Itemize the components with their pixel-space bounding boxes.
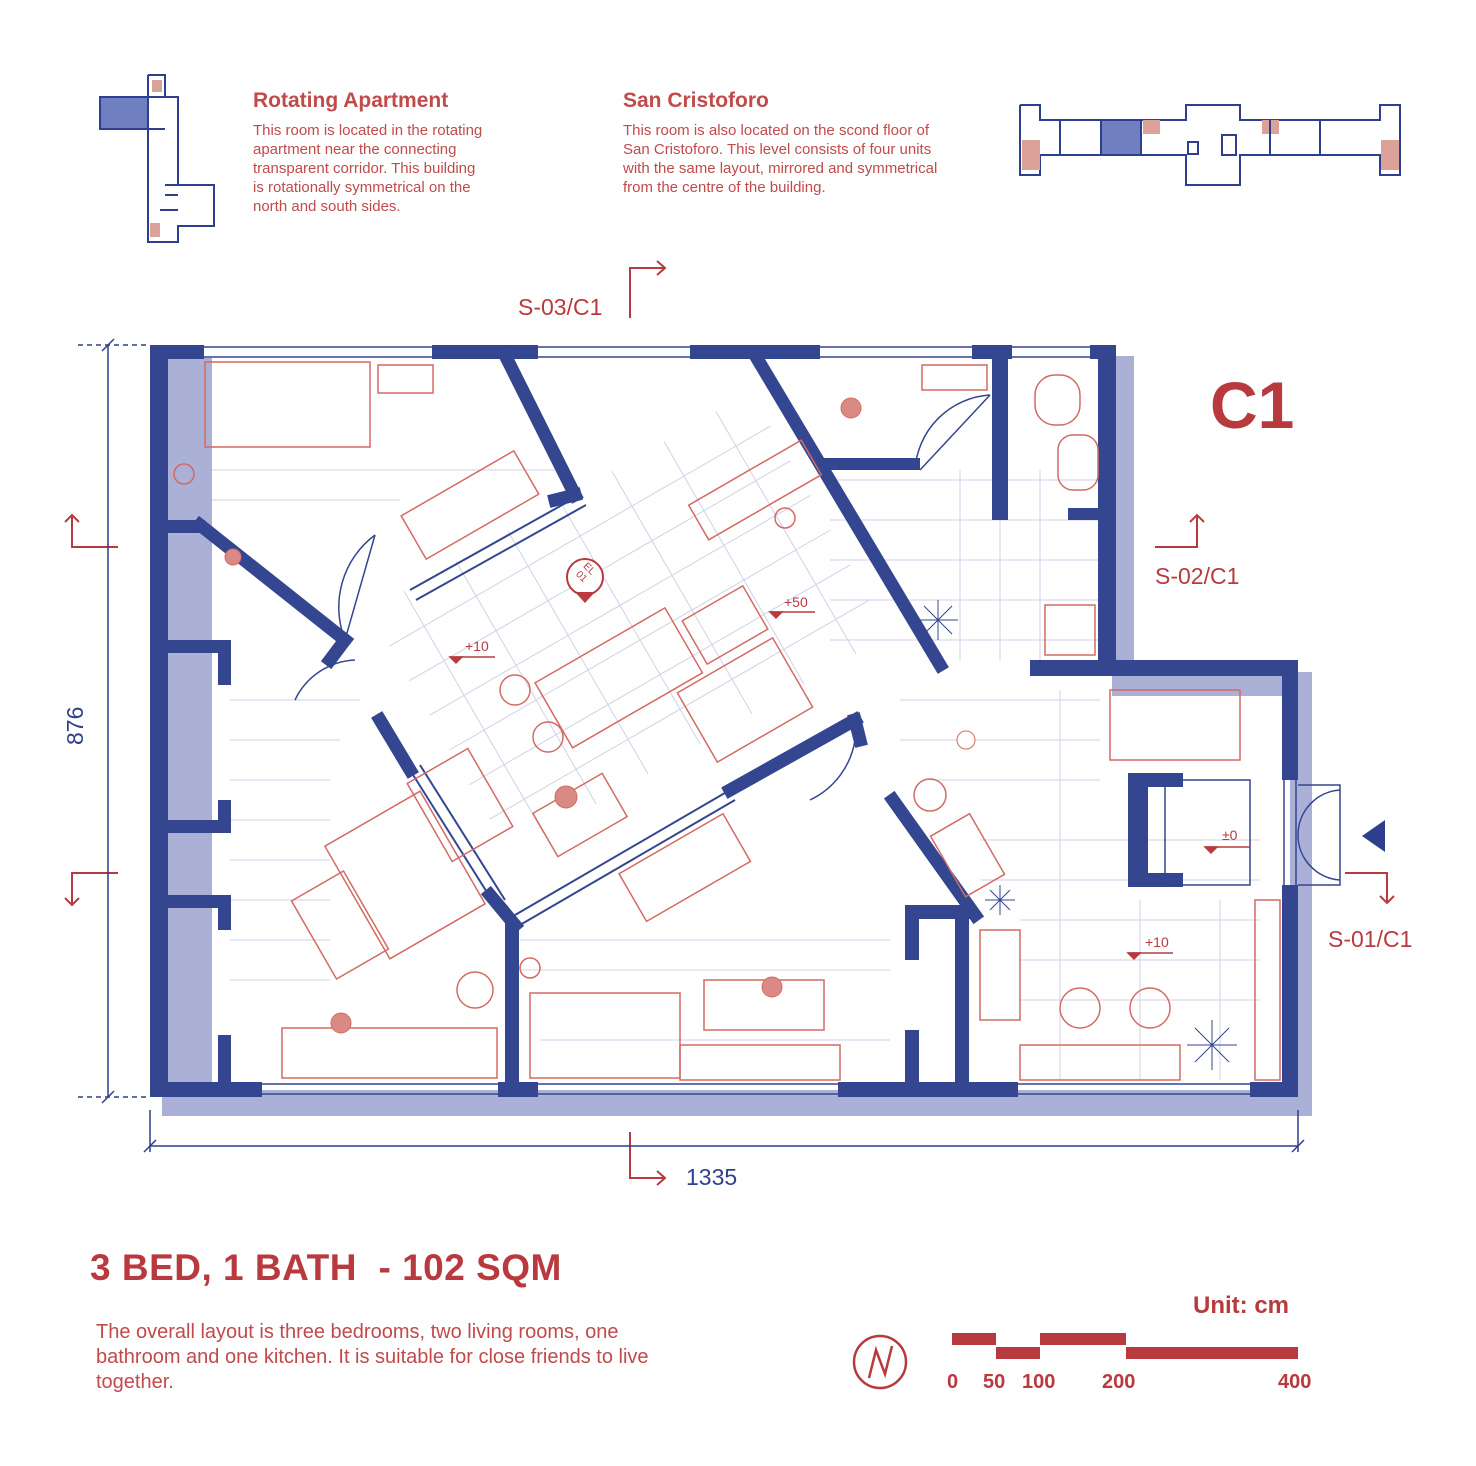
rotated-furniture (290, 439, 1006, 980)
person-icon (554, 785, 578, 809)
summary-line: together. (96, 1371, 174, 1393)
windows (204, 346, 1297, 1095)
key-plan-left (99, 74, 215, 243)
level-kitchen: +50 (784, 594, 808, 610)
scale-tick: 0 (947, 1371, 959, 1393)
info-left-line: transparent corridor. This building (253, 160, 476, 177)
sink-icon (1057, 434, 1099, 491)
dimension-lines (78, 338, 1305, 1153)
section-markers (64, 260, 1395, 1186)
summary-line: bathroom and one kitchen. It is suitable… (96, 1346, 649, 1368)
headline: 3 BED, 1 BATH - 102 SQM (90, 1247, 562, 1288)
key-plan-right (1019, 104, 1401, 186)
angled-walls (190, 346, 985, 935)
bed-3 (529, 992, 681, 1079)
bed-2 (323, 790, 487, 960)
person-icon (761, 976, 783, 998)
person-icon (330, 1012, 352, 1034)
dimension-width: 1335 (686, 1164, 738, 1190)
entry-arrow-icon (1362, 820, 1385, 852)
scale-tick: 100 (1022, 1371, 1056, 1393)
crib (290, 870, 390, 980)
section-label-s02: S-02/C1 (1155, 563, 1240, 589)
coffee-table (681, 584, 769, 666)
scale-tick: 400 (1278, 1371, 1312, 1393)
furniture (173, 361, 1281, 1081)
people (224, 397, 976, 1034)
info-left-description: This room is located in the rotating apa… (253, 121, 543, 216)
entry-mat (1164, 779, 1251, 886)
info-left-line: is rotationally symmetrical on the (253, 179, 471, 196)
info-right-line: with the same layout, mirrored and symme… (623, 160, 938, 177)
walls (150, 345, 1298, 1097)
info-left-title: Rotating Apartment (253, 89, 449, 112)
level-entry: ±0 (1222, 827, 1238, 843)
info-right-description: This room is also located on the scond f… (623, 121, 983, 197)
bathtub-top (377, 364, 434, 394)
floor-tiles (205, 469, 1260, 1080)
elevator-tag (566, 558, 604, 603)
info-left-line: apartment near the connecting (253, 141, 457, 158)
level-living-right: +10 (1145, 934, 1169, 950)
corridor-glazing (409, 494, 736, 926)
scale-tick: 200 (1102, 1371, 1136, 1393)
person-icon (224, 548, 242, 566)
plants (918, 600, 1237, 1070)
person-icon (956, 730, 976, 750)
level-living-left: +10 (465, 638, 489, 654)
bed-1 (204, 361, 371, 448)
unit-caption: Unit: cm (1193, 1292, 1289, 1319)
toilet-icon (1034, 374, 1081, 426)
north-arrow-icon (852, 1334, 908, 1390)
scale-bar (952, 1333, 1298, 1359)
desk-1 (281, 1027, 498, 1079)
info-left-line: This room is located in the rotating (253, 122, 483, 139)
unit-label: C1 (1210, 368, 1295, 442)
section-label-s03: S-03/C1 (518, 294, 603, 320)
summary-line: The overall layout is three bedrooms, tw… (96, 1321, 619, 1343)
info-left-line: north and south sides. (253, 198, 401, 215)
scale-tick: 50 (983, 1371, 1006, 1393)
info-right-line: San Cristoforo. This level consists of f… (623, 141, 932, 158)
rug (703, 979, 825, 1031)
info-right-line: from the centre of the building. (623, 179, 826, 196)
sofa (676, 636, 814, 764)
info-right-line: This room is also located on the scond f… (623, 122, 929, 139)
kitchen-island (534, 606, 704, 749)
section-label-s01: S-01/C1 (1328, 926, 1413, 952)
dimension-height: 876 (62, 706, 88, 745)
doors (294, 394, 1341, 886)
level-markers (448, 611, 1250, 961)
info-right-title: San Cristoforo (623, 89, 769, 112)
person-icon (840, 397, 862, 419)
summary: The overall layout is three bedrooms, tw… (96, 1320, 776, 1395)
